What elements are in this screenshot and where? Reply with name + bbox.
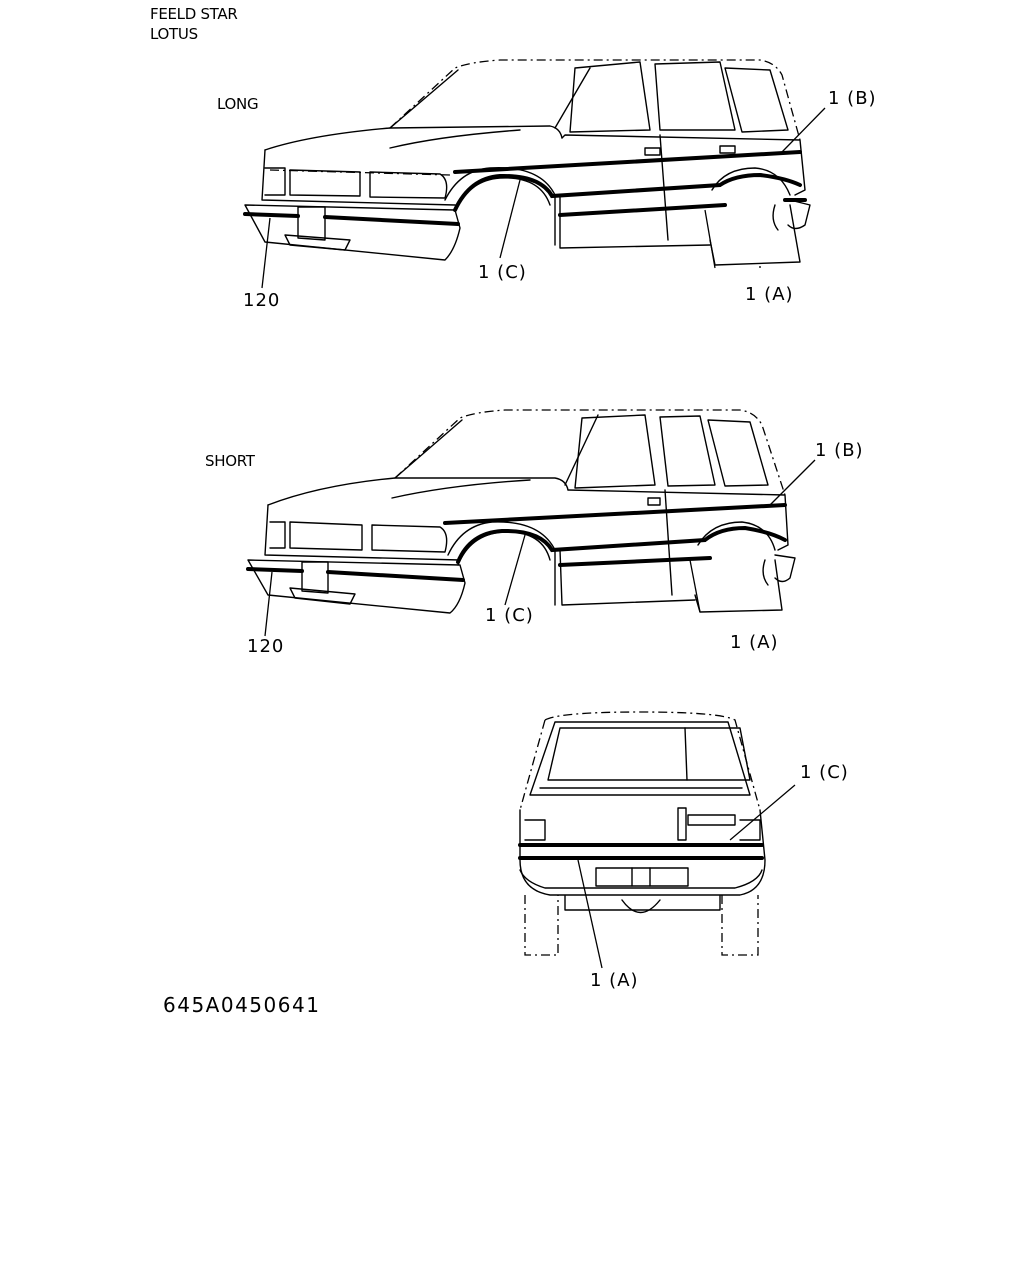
- model-name-line2: LOTUS: [150, 25, 198, 43]
- short-callout-1b: 1 (B): [815, 440, 864, 461]
- rear-callout-1a: 1 (A): [590, 970, 639, 991]
- long-callout-1b: 1 (B): [828, 88, 877, 109]
- long-callout-120: 120: [243, 290, 281, 311]
- short-trim-strip-a: [558, 556, 712, 567]
- model-name-line1: FEELD STAR: [150, 5, 238, 23]
- short-callout-1c: 1 (C): [485, 605, 534, 626]
- rear-callout-1c: 1 (C): [800, 762, 849, 783]
- short-trim-strip-b: [443, 503, 787, 525]
- long-variant-label: LONG: [217, 95, 259, 113]
- short-variant-label: SHORT: [205, 452, 255, 470]
- long-callout-1c: 1 (C): [478, 262, 527, 283]
- drawing-code: 645A0450641: [163, 993, 321, 1017]
- long-trim-strip-b: [453, 150, 802, 174]
- long-callout-1a: 1 (A): [745, 284, 794, 305]
- short-trim-strip-c: [456, 525, 787, 564]
- long-trim-strip-c: [453, 172, 802, 212]
- long-trim-strip-a: [558, 203, 727, 217]
- short-callout-1a: 1 (A): [730, 632, 779, 653]
- short-bumper-strip-120: [246, 567, 465, 582]
- short-callout-120: 120: [247, 636, 285, 657]
- long-bumper-strip-120: [243, 212, 460, 226]
- long-roof-outline: [389, 59, 801, 141]
